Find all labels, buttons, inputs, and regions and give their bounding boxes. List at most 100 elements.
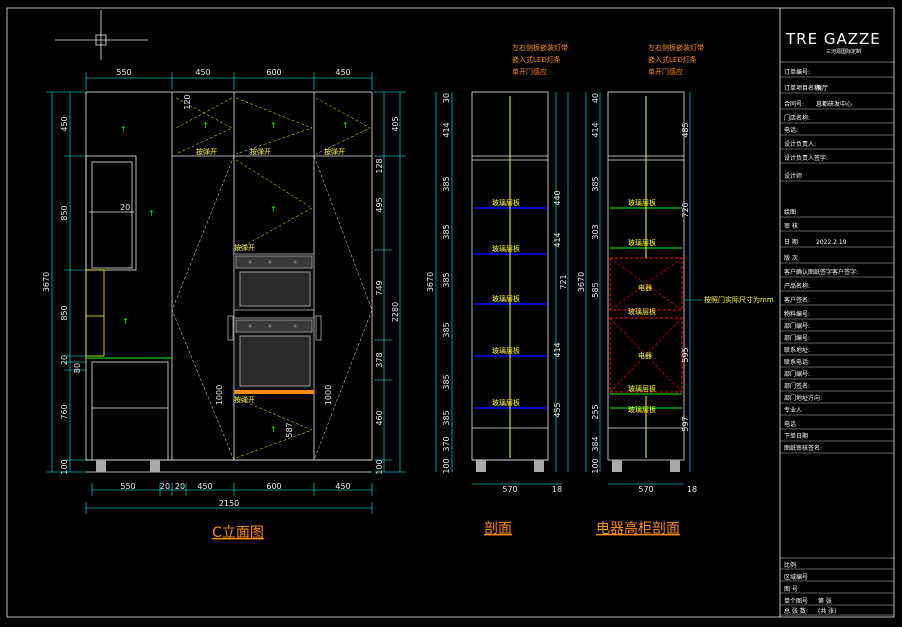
app-total: 3670 — [577, 272, 586, 292]
title-block-label: 合同号: — [784, 100, 804, 108]
elevation-diamond-frame — [171, 155, 373, 461]
app-right-4: 597 — [681, 416, 690, 431]
elev-inner-dim-5: 587 — [285, 422, 294, 437]
section-feet — [476, 460, 544, 472]
app-appliance-label-2: 电器 — [638, 351, 652, 360]
app-shelf-label-4: 玻璃层板 — [628, 384, 656, 393]
app-right-1: 485 — [681, 122, 690, 137]
svg-text:↑: ↑ — [148, 209, 155, 218]
appliance-section-view: 左右侧板嵌装灯带 嵌入式LED灯条 单开门感应 — [577, 43, 774, 494]
elev-right-dim-4: 378 — [375, 352, 384, 367]
section-dim-9: 370 — [442, 436, 451, 451]
title-block-label: 电话 — [784, 420, 796, 428]
elev-push-label-3: 按弹开 — [324, 147, 345, 156]
section-dim-8: 385 — [442, 410, 451, 425]
app-bottom-1: 570 — [638, 485, 653, 494]
title-block-label: 产品名称: — [784, 282, 810, 290]
elev-push-label-2: 按弹开 — [250, 147, 271, 156]
svg-text:↑: ↑ — [120, 125, 127, 134]
title-block-bottom-label: 单个图号 — [784, 597, 808, 605]
elev-left-dim-6: 760 — [60, 404, 69, 419]
app-dim-lines — [585, 92, 691, 485]
elevation-right-dim-lines — [374, 91, 406, 473]
app-dim-5: 585 — [591, 282, 600, 297]
section-dim-6: 385 — [442, 322, 451, 337]
title-block-label: 物料编号: — [784, 310, 810, 318]
app-dim-3: 385 — [591, 176, 600, 191]
elev-inner-dim-1: 120 — [183, 94, 192, 109]
title-block-label: 设计负责人: — [784, 140, 816, 148]
elevation-top-dim-lines — [85, 72, 373, 90]
drawing-frame — [6, 7, 895, 618]
section-total: 3670 — [426, 272, 435, 292]
title-block-value: 息都研发中心 — [816, 100, 852, 108]
svg-text:↑: ↑ — [202, 121, 209, 130]
app-shelf-label-3: 玻璃层板 — [628, 307, 656, 316]
title-block-label: 订单项目名称: — [784, 84, 822, 92]
title-block-bottom-value: 第 张 — [818, 597, 832, 605]
elev-left-dim-7: 100 — [60, 459, 69, 474]
elev-inner-dim-4: 1000 — [324, 385, 333, 405]
app-feet — [612, 460, 680, 472]
title-block-label: 部门地址方向: — [784, 394, 822, 402]
title-block-bottom-value: (共 张) — [818, 607, 837, 615]
title-block-label: 绘图 — [784, 208, 796, 216]
title-block-label: 客户签名: — [784, 296, 810, 304]
section-dim-2: 414 — [442, 122, 451, 137]
title-block-label: 专业人 — [784, 406, 802, 414]
app-right-2: 720 — [681, 202, 690, 217]
section-right-3: 414 — [553, 342, 562, 357]
title-block-label: 设计负责人签字: — [784, 154, 828, 162]
title-block-label: 日 期 — [784, 238, 798, 246]
app-led-note-1: 左右侧板嵌装灯带 — [648, 43, 704, 52]
svg-text:↑: ↑ — [270, 205, 277, 214]
oven-lower — [233, 317, 315, 394]
section-bottom-1: 570 — [502, 485, 517, 494]
elev-right-dim-5: 460 — [375, 410, 384, 425]
svg-text:↑: ↑ — [270, 425, 277, 434]
section-led-note-1: 左右侧板嵌装灯带 — [512, 43, 568, 52]
section-shelf-label-5: 玻璃层板 — [492, 398, 520, 407]
elev-push-label-5: 按弹开 — [234, 395, 255, 404]
c-elevation-view: 550 450 600 450 550 20 20 450 600 450 21… — [42, 68, 406, 514]
oven-upper — [233, 253, 315, 311]
title-c-elevation: C立面图 — [212, 525, 264, 541]
elev-bottom-dim-3: 20 — [175, 482, 185, 491]
app-led-note-2: 嵌入式LED灯条 — [648, 55, 697, 64]
section-right-1: 440 — [553, 190, 562, 205]
section-led-note-2: 嵌入式LED灯条 — [512, 55, 561, 64]
app-led-note-3: 单开门感应 — [648, 67, 683, 76]
title-block-bottom-rows: 比例区域编号图 号单个图号第 张总 张 数(共 张) — [780, 557, 894, 616]
app-dim-6: 255 — [591, 404, 600, 419]
elev-top-dim-1: 550 — [116, 68, 131, 77]
app-appliance-label-1: 电器 — [638, 283, 652, 292]
title-block-value: 展厅 — [816, 85, 828, 92]
section-dim-lines — [435, 92, 569, 485]
elev-total-height: 3670 — [42, 272, 51, 292]
app-dim-8: 100 — [591, 458, 600, 473]
elev-right-dim-2: 495 — [375, 197, 384, 212]
elev-bottom-dim-1: 550 — [120, 482, 135, 491]
app-side-note: 按照门实际尺寸为mm — [704, 295, 774, 304]
elev-push-label-4: 按弹开 — [234, 243, 255, 252]
section-shelf-label-2: 玻璃层板 — [492, 244, 520, 253]
title-block-label: 联系电话: — [784, 358, 810, 366]
app-dim-2: 414 — [591, 122, 600, 137]
app-shelf-label-1: 玻璃层板 — [628, 198, 656, 207]
elev-top-dim-3: 600 — [266, 68, 281, 77]
elev-left-dim-3: 850 — [60, 305, 69, 320]
crosshair-cursor — [55, 10, 148, 60]
elev-inner-dim-2: 20 — [120, 203, 130, 212]
elev-bottom-dim-4: 450 — [197, 482, 212, 491]
title-block-bottom-label: 图 号 — [784, 586, 798, 593]
title-block-label: 部门编号: — [784, 322, 810, 330]
elev-left-dim-2: 850 — [60, 205, 69, 220]
section-sub: 721 — [559, 274, 568, 289]
brand-subtitle: 三河源国际定制 — [826, 48, 861, 55]
app-shelf-label-5: 玻璃层板 — [628, 405, 656, 414]
section-dim-3: 385 — [442, 176, 451, 191]
elevation-left-dim-lines — [46, 91, 86, 473]
title-block-label: 审 核 — [784, 222, 798, 230]
elev-right-outer-2: 2280 — [391, 302, 400, 322]
title-block-rows: 订单编号:订单项目名称:展厅合同号:息都研发中心门店名称:电话:设计负责人:设计… — [780, 68, 894, 454]
